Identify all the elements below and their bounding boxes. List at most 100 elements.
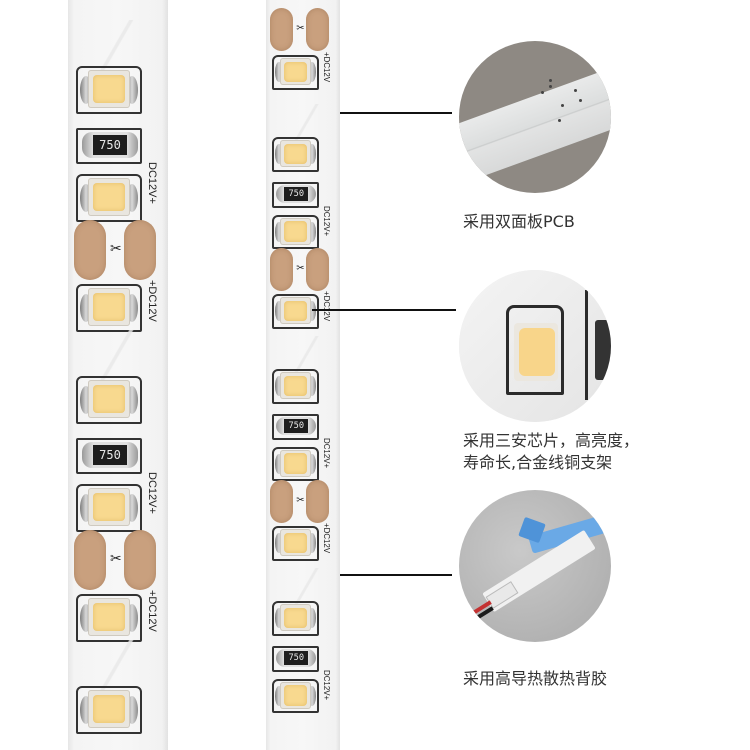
solder-left: [274, 686, 284, 707]
voltage-label: +DC12V: [322, 523, 332, 554]
copper-pad-left: [270, 248, 294, 292]
led-silkscreen-frame: [271, 294, 320, 329]
cut-mark-icon: ✂: [296, 262, 305, 274]
silkscreen-frame: [506, 305, 564, 395]
silkscreen-frame-side: [585, 290, 611, 400]
solder-right: [307, 686, 317, 707]
cut-mark-icon: ✂: [296, 22, 305, 34]
led-phosphor: [284, 532, 308, 553]
led-phosphor: [519, 328, 555, 376]
led-phosphor: [284, 453, 308, 474]
caption-pcb: 采用双面板PCB: [463, 212, 575, 231]
voltage-label: +DC12V: [146, 280, 158, 322]
led-phosphor: [284, 61, 308, 82]
led-silkscreen-frame: [76, 174, 142, 222]
led-phosphor: [93, 603, 125, 631]
voltage-label: +DC12V: [146, 590, 158, 632]
copper-pad-right: [306, 480, 330, 524]
led-silkscreen-frame: [76, 66, 142, 114]
led-phosphor: [93, 493, 125, 521]
resistor-code: 750: [284, 418, 309, 434]
caption-chip-line-2: 寿命长,合金线铜支架: [463, 453, 613, 472]
led-silkscreen-frame: [271, 678, 320, 714]
solder-right: [307, 144, 317, 165]
copper-pad-right: [306, 248, 330, 292]
led-chip-closeup-image: [459, 270, 611, 422]
solder-right: [307, 301, 317, 322]
solder-left: [274, 222, 284, 243]
caption-adhesive: 采用高导热散热背胶: [463, 669, 608, 688]
solder-left: [274, 533, 284, 554]
pcb-via-dot: [558, 119, 561, 122]
voltage-label: +DC12V: [322, 291, 332, 322]
solder-left: [274, 454, 284, 475]
led-phosphor: [93, 695, 125, 723]
led-phosphor: [93, 293, 125, 321]
resistor-code: 750: [93, 445, 127, 465]
copper-pad-right: [306, 8, 330, 52]
led-phosphor: [93, 183, 125, 211]
resistor-silkscreen-frame: [271, 413, 320, 440]
copper-pad-left: [270, 480, 294, 524]
solder-left: [274, 144, 284, 165]
resistor-partial: [595, 320, 611, 380]
pcb-via-dot: [574, 89, 577, 92]
caption-chip-line-1: 采用三安芯片，高亮度，: [463, 431, 640, 450]
copper-pad-left: [74, 530, 106, 590]
pcb-via-dot: [549, 85, 552, 88]
pcb-via-dot: [549, 79, 552, 82]
led-silkscreen-frame: [271, 369, 320, 404]
led-silkscreen-frame: [271, 137, 320, 172]
pcb-via-dot: [541, 91, 544, 94]
copper-pad-left: [74, 220, 106, 280]
led-silkscreen-frame: [76, 484, 142, 532]
solder-left: [274, 62, 284, 83]
voltage-label: DC12V+: [146, 162, 158, 204]
voltage-label: DC12V+: [322, 670, 332, 701]
resistor-silkscreen-frame: [271, 645, 320, 672]
resistor-silkscreen-frame: [271, 181, 320, 208]
cut-mark-icon: ✂: [110, 551, 122, 567]
led-silkscreen-frame: [271, 446, 320, 482]
solder-left: [274, 301, 284, 322]
solder-right: [307, 608, 317, 629]
solder-left: [274, 608, 284, 629]
led-phosphor: [284, 221, 308, 242]
led-phosphor: [284, 375, 308, 396]
voltage-label: DC12V+: [146, 472, 158, 514]
cut-mark-icon: ✂: [296, 494, 305, 506]
solder-right: [307, 533, 317, 554]
led-silkscreen-frame: [271, 526, 320, 561]
pcb-closeup-image: [459, 41, 611, 193]
pcb-via-dot: [579, 99, 582, 102]
pcb-via-dot: [561, 104, 564, 107]
pointer-line-adhesive: [340, 574, 452, 576]
copper-pad-left: [270, 8, 294, 52]
voltage-label: +DC12V: [322, 52, 332, 83]
solder-right: [307, 62, 317, 83]
led-phosphor: [284, 143, 308, 164]
solder-right: [307, 222, 317, 243]
resistor-code: 750: [93, 135, 127, 155]
copper-pad-right: [124, 220, 156, 280]
led-silkscreen-frame: [271, 55, 320, 90]
pointer-line-chip: [312, 309, 456, 311]
led-phosphor: [93, 385, 125, 413]
solder-right: [307, 376, 317, 397]
led-phosphor: [93, 75, 125, 103]
led-phosphor: [284, 300, 308, 321]
caption-chip: 采用三安芯片，高亮度， 寿命长,合金线铜支架: [463, 430, 639, 474]
voltage-label: DC12V+: [322, 438, 332, 469]
led-silkscreen-frame: [271, 601, 320, 636]
resistor-silkscreen-frame: [76, 128, 142, 164]
led-phosphor: [284, 607, 308, 628]
pointer-line-pcb: [340, 112, 452, 114]
solder-right: [307, 454, 317, 475]
voltage-label: DC12V+: [322, 206, 332, 237]
resistor-code: 750: [284, 186, 309, 202]
adhesive-closeup-image: [459, 490, 611, 642]
led-silkscreen-frame: [271, 214, 320, 250]
pcb-strip-band: [459, 63, 611, 187]
